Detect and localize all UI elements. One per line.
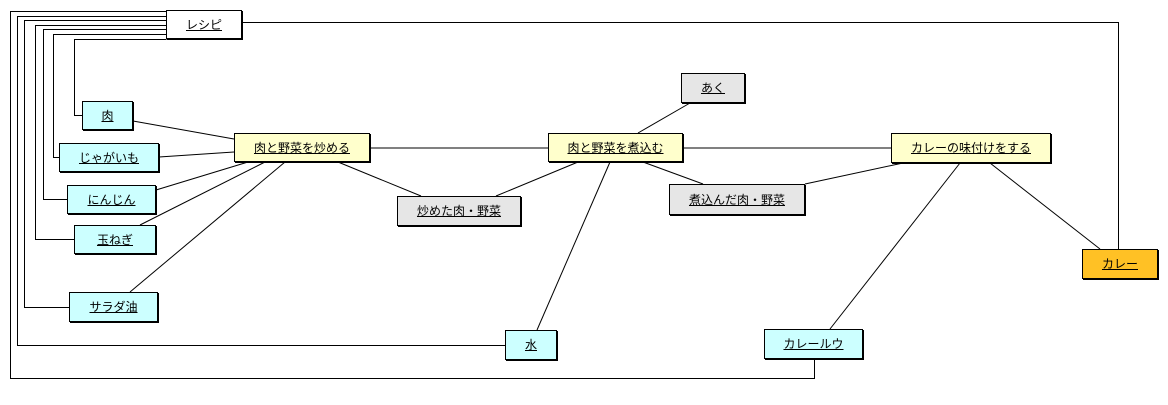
node-label: 煮込んだ肉・野菜 [688, 192, 785, 207]
connector-recipe-niku [74, 39, 167, 116]
node-niko[interactable]: 肉と野菜を煮込む [548, 133, 683, 162]
edge-tamanegi-itame [139, 161, 266, 226]
edge-itame-itameta [337, 161, 422, 197]
node-jaga[interactable]: じゃがいも [59, 143, 159, 172]
connector-recipe-roux [10, 11, 815, 379]
node-itameta[interactable]: 炒めた肉・野菜 [397, 196, 521, 226]
node-roux[interactable]: カレールウ [764, 329, 863, 359]
edge-niko-nikonda [642, 161, 704, 185]
node-oil[interactable]: サラダ油 [69, 292, 158, 322]
edge-niko-aku [637, 102, 691, 134]
node-label: 肉と野菜を炒める [253, 140, 350, 155]
connector-recipe-ninjin [43, 29, 167, 200]
node-recipe[interactable]: レシピ [166, 10, 242, 39]
node-ajitsuke[interactable]: カレーの味付けをする [891, 133, 1051, 163]
edge-nikonda-ajitsuke [804, 162, 904, 185]
edge-niku-itame [132, 120, 235, 140]
node-label: あく [700, 81, 725, 95]
node-label: 玉ねぎ [96, 232, 133, 247]
node-ninjin[interactable]: にんじん [67, 185, 156, 214]
node-label: カレー [1101, 257, 1138, 271]
node-label: 炒めた肉・野菜 [416, 204, 501, 218]
node-nikonda[interactable]: 煮込んだ肉・野菜 [669, 184, 805, 215]
edge-oil-itame [129, 161, 286, 293]
node-itame[interactable]: 肉と野菜を炒める [234, 133, 370, 162]
node-label: にんじん [87, 192, 136, 207]
connector-recipe-curry [242, 22, 1119, 249]
node-label: 水 [524, 338, 537, 352]
connector-recipe-jaga [53, 34, 167, 158]
edge-niko-mizu [536, 161, 611, 331]
edge-ajitsuke-curry [989, 162, 1101, 250]
connector-recipe-tamanegi [35, 25, 167, 240]
node-aku[interactable]: あく [681, 73, 745, 103]
node-tamanegi[interactable]: 玉ねぎ [74, 225, 156, 254]
edge-jaga-itame [158, 151, 235, 158]
edge-ajitsuke-roux [829, 162, 961, 330]
node-label: サラダ油 [89, 300, 138, 314]
connector-recipe-mizu [17, 16, 505, 346]
node-label: カレールウ [783, 337, 844, 351]
edge-ninjin-itame [155, 161, 249, 191]
edge-itameta-niko [495, 161, 579, 197]
node-mizu[interactable]: 水 [505, 330, 557, 360]
node-label: 肉 [101, 108, 114, 123]
node-curry[interactable]: カレー [1082, 249, 1158, 279]
node-label: レシピ [185, 17, 222, 32]
node-niku[interactable]: 肉 [82, 101, 133, 130]
node-label: カレーの味付けをする [910, 141, 1031, 155]
connector-recipe-oil [24, 20, 167, 308]
node-label: じゃがいも [78, 150, 139, 165]
node-label: 肉と野菜を煮込む [567, 140, 664, 155]
